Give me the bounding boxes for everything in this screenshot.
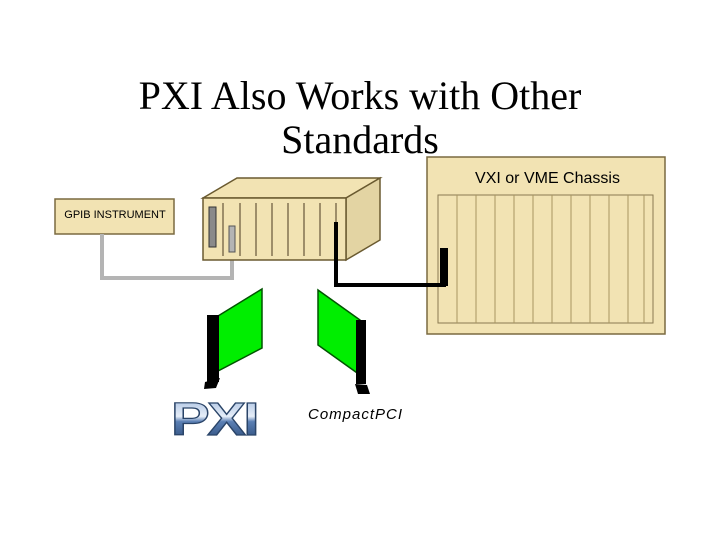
pxi-gpib-port [228, 225, 236, 253]
pxi-card-left [204, 287, 263, 389]
vxi-vme-chassis [426, 156, 666, 335]
pxi-logo: PXI [170, 392, 259, 445]
slide-title: PXI Also Works with Other Standards [138, 73, 582, 162]
vxi-interface-connector [440, 248, 448, 286]
gpib-instrument-label: GPIB INSTRUMENT [64, 209, 166, 221]
svg-text:PXI: PXI [171, 393, 257, 445]
pxi-controller-handle [208, 206, 217, 248]
compactpci-label: CompactPCI [308, 406, 404, 423]
gpib-instrument [54, 198, 175, 235]
compactpci-card [317, 288, 370, 394]
pxi-slot-lines [222, 203, 337, 256]
vxi-chassis-label: VXI or VME Chassis [475, 170, 620, 187]
pxi-chassis [200, 176, 383, 262]
vxi-slot-lines [456, 195, 645, 323]
